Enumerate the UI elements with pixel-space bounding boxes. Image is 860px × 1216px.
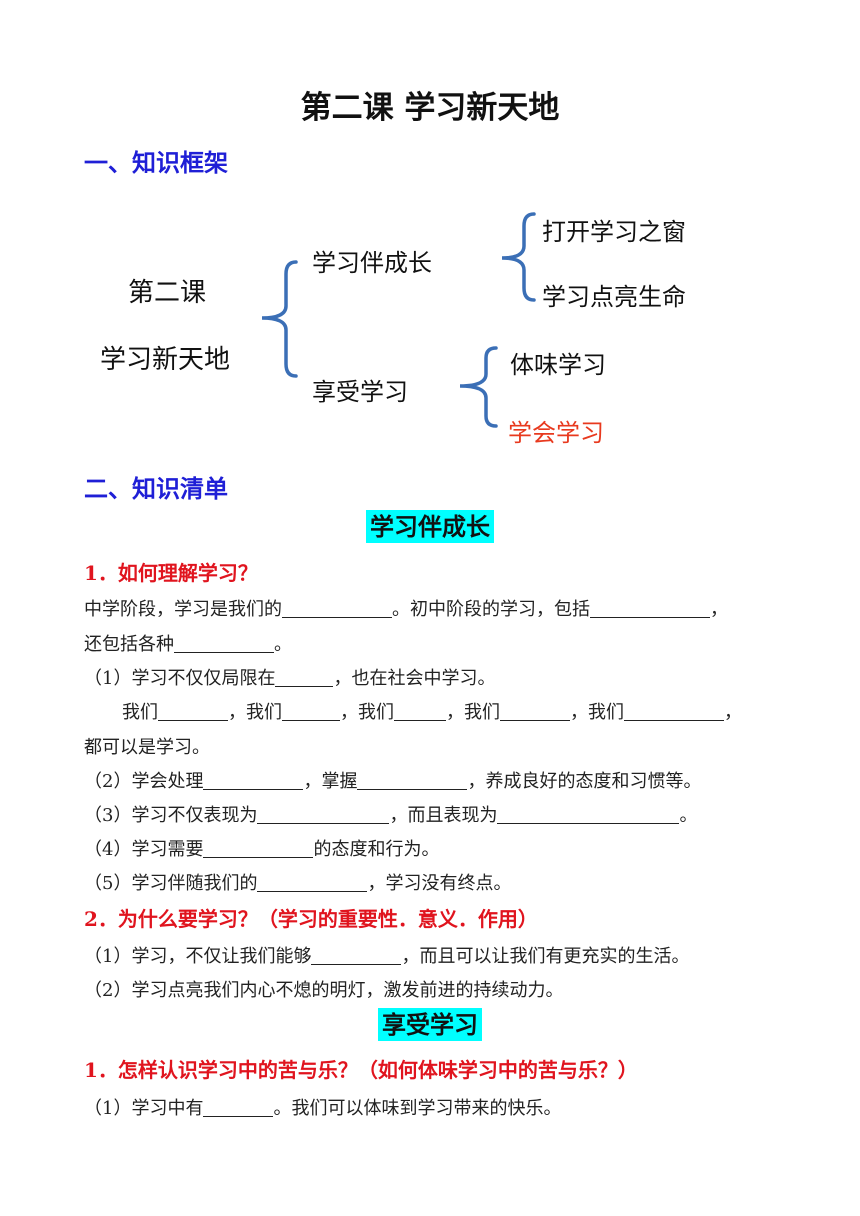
fill-blank xyxy=(158,702,228,721)
enjoy-item-1: （1）学习中有 。我们可以体味到学习带来的快乐。 xyxy=(84,1094,561,1120)
line-text: （1）学习中有 xyxy=(84,1098,204,1119)
item-1-examples: 我们 ，我们 ，我们 ，我们 ，我们 ， xyxy=(122,698,742,724)
fill-blank xyxy=(282,599,392,618)
brace-branch1 xyxy=(501,212,536,302)
brace-branch2 xyxy=(459,346,498,428)
item-1-end: 都可以是学习。 xyxy=(84,737,210,758)
line-text: 。 xyxy=(679,805,698,826)
line-text: ，学习没有终点。 xyxy=(367,873,512,894)
line-text: （1）学习，不仅让我们能够 xyxy=(84,946,312,967)
framework-root-line1: 第二课 xyxy=(128,278,207,308)
framework-branch2-child2: 学会学习 xyxy=(508,419,604,447)
line-text: ，也在社会中学习。 xyxy=(333,668,496,689)
fill-blank xyxy=(500,702,570,721)
line-text: （3）学习不仅表现为 xyxy=(84,805,258,826)
fill-blank xyxy=(174,634,274,653)
item-5: （5）学习伴随我们的 ，学习没有终点。 xyxy=(84,869,511,895)
line-text: ，而且可以让我们有更充实的生活。 xyxy=(401,946,690,967)
line-2: 还包括各种 。 xyxy=(84,630,292,656)
section-heading-framework: 一、知识框架 xyxy=(84,148,228,177)
line-text: ，养成良好的态度和习惯等。 xyxy=(467,771,702,792)
question-why-learn: 2．为什么要学习？（学习的重要性．意义．作用） xyxy=(84,907,538,931)
fill-blank xyxy=(590,599,710,618)
fill-blank xyxy=(257,873,368,892)
line-text: ， xyxy=(710,599,728,620)
framework-branch2-child1: 体味学习 xyxy=(510,351,606,379)
framework-braces xyxy=(261,212,536,428)
fill-blank xyxy=(394,702,446,721)
line-text: ，而且表现为 xyxy=(389,805,498,826)
item-3: （3）学习不仅表现为 ，而且表现为 。 xyxy=(84,801,697,827)
line-text: （1）学习不仅仅局限在 xyxy=(84,668,276,689)
item-2: （2）学会处理 ，掌握 ，养成良好的态度和习惯等。 xyxy=(84,767,701,793)
line-text: （2）学会处理 xyxy=(84,771,204,792)
line-text: 。初中阶段的学习，包括 xyxy=(392,599,590,620)
framework-root-line2: 学习新天地 xyxy=(100,345,231,375)
why-item-1: （1）学习，不仅让我们能够 ，而且可以让我们有更充实的生活。 xyxy=(84,942,689,968)
line-text: 中学阶段，学习是我们的 xyxy=(84,599,282,620)
fill-blank xyxy=(203,839,314,858)
fill-blank xyxy=(282,702,340,721)
framework-branch1-child2: 学习点亮生命 xyxy=(542,283,686,311)
fill-blank xyxy=(497,805,680,824)
fill-blank xyxy=(203,771,304,790)
framework-branch1-child1: 打开学习之窗 xyxy=(542,218,686,246)
line-text: （4）学习需要 xyxy=(84,839,204,860)
line-text: 。 xyxy=(274,634,292,655)
line-text: 。我们可以体味到学习带来的快乐。 xyxy=(273,1098,562,1119)
line-text: ，我们 xyxy=(340,702,394,723)
item-4: （4）学习需要 的态度和行为。 xyxy=(84,835,439,861)
question-bitter-and-joy: 1．怎样认识学习中的苦与乐？（如何体味学习中的苦与乐？） xyxy=(84,1058,638,1082)
line-text: ，我们 xyxy=(570,702,624,723)
fill-blank xyxy=(311,946,402,965)
item-1: （1）学习不仅仅局限在 ，也在社会中学习。 xyxy=(84,664,495,690)
line-text: ， xyxy=(724,702,742,723)
fill-blank xyxy=(275,668,334,687)
framework-branch2: 享受学习 xyxy=(312,378,408,406)
line-text: 的态度和行为。 xyxy=(313,839,440,860)
fill-blank xyxy=(357,771,468,790)
question-how-understand-learning: 1．如何理解学习？ xyxy=(84,561,258,585)
part-heading-growth: 学习伴成长 xyxy=(366,510,494,543)
line-text: ，我们 xyxy=(446,702,500,723)
line-text: ，我们 xyxy=(228,702,282,723)
fill-blank xyxy=(203,1098,274,1117)
line-1: 中学阶段，学习是我们的 。初中阶段的学习，包括 ， xyxy=(84,595,728,621)
line-text: 我们 xyxy=(122,702,158,723)
line-text: ，掌握 xyxy=(303,771,358,792)
brace-root xyxy=(261,260,298,378)
why-item-2: （2）学习点亮我们内心不熄的明灯，激发前进的持续动力。 xyxy=(84,980,564,1001)
line-text: 还包括各种 xyxy=(84,634,174,655)
section-heading-checklist: 二、知识清单 xyxy=(84,474,228,503)
page-title: 第二课 学习新天地 xyxy=(300,90,560,126)
line-text: （5）学习伴随我们的 xyxy=(84,873,258,894)
fill-blank xyxy=(257,805,390,824)
fill-blank xyxy=(624,702,724,721)
framework-branch1: 学习伴成长 xyxy=(312,249,432,277)
part-heading-enjoy: 享受学习 xyxy=(378,1008,482,1041)
